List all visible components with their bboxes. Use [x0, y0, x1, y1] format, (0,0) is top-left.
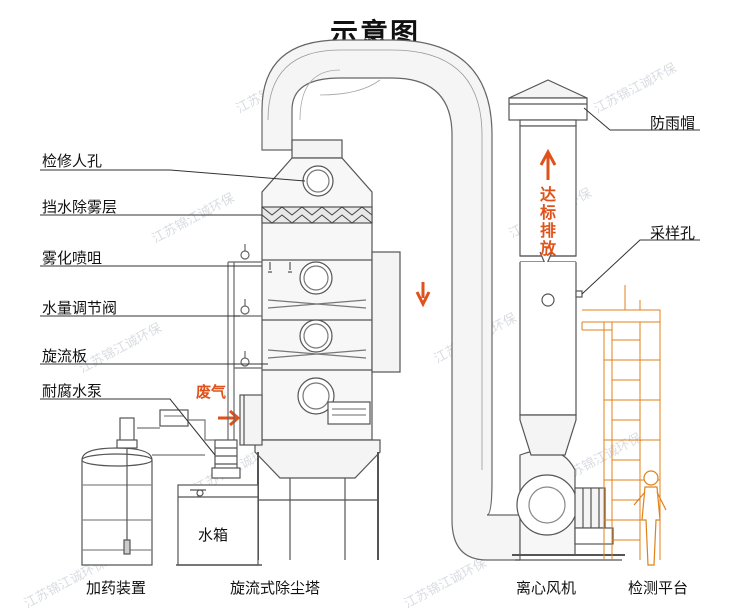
caption-scrubber-tower: 旋流式除尘塔 — [230, 579, 321, 597]
water-tank-and-pump — [176, 439, 262, 566]
discharge-arrow-up-icon — [539, 148, 557, 180]
exhaust-duct — [261, 39, 521, 561]
person-figure-icon — [633, 470, 667, 566]
label-demister: 挡水除雾层 — [42, 198, 118, 216]
dosing-device — [81, 409, 215, 566]
label-waste-gas: 废气 — [196, 383, 227, 401]
caption-centrifugal-fan: 离心风机 — [516, 579, 577, 597]
scrubber-tower — [239, 139, 401, 560]
water-piping — [227, 244, 292, 455]
label-flow-valve: 水量调节阀 — [42, 299, 118, 317]
label-discharge: 达标排放 — [539, 185, 556, 258]
leader-lines — [40, 107, 700, 456]
caption-platform: 检测平台 — [628, 579, 689, 597]
centrifugal-fan — [512, 449, 625, 561]
flow-arrow-down-icon — [415, 282, 431, 308]
exhaust-stack — [508, 79, 588, 456]
label-sampling-hole: 采样孔 — [650, 224, 696, 242]
caption-dosing-device: 加药装置 — [86, 579, 147, 597]
label-spray-nozzle: 雾化喷咀 — [42, 249, 103, 267]
label-pump: 耐腐水泵 — [42, 382, 103, 400]
label-inspection-hole: 检修人孔 — [42, 152, 103, 170]
label-swirl-plate: 旋流板 — [42, 347, 88, 365]
caption-water-tank: 水箱 — [198, 526, 229, 544]
waste-gas-arrow-icon — [218, 409, 241, 427]
label-rain-cap: 防雨帽 — [650, 114, 696, 132]
